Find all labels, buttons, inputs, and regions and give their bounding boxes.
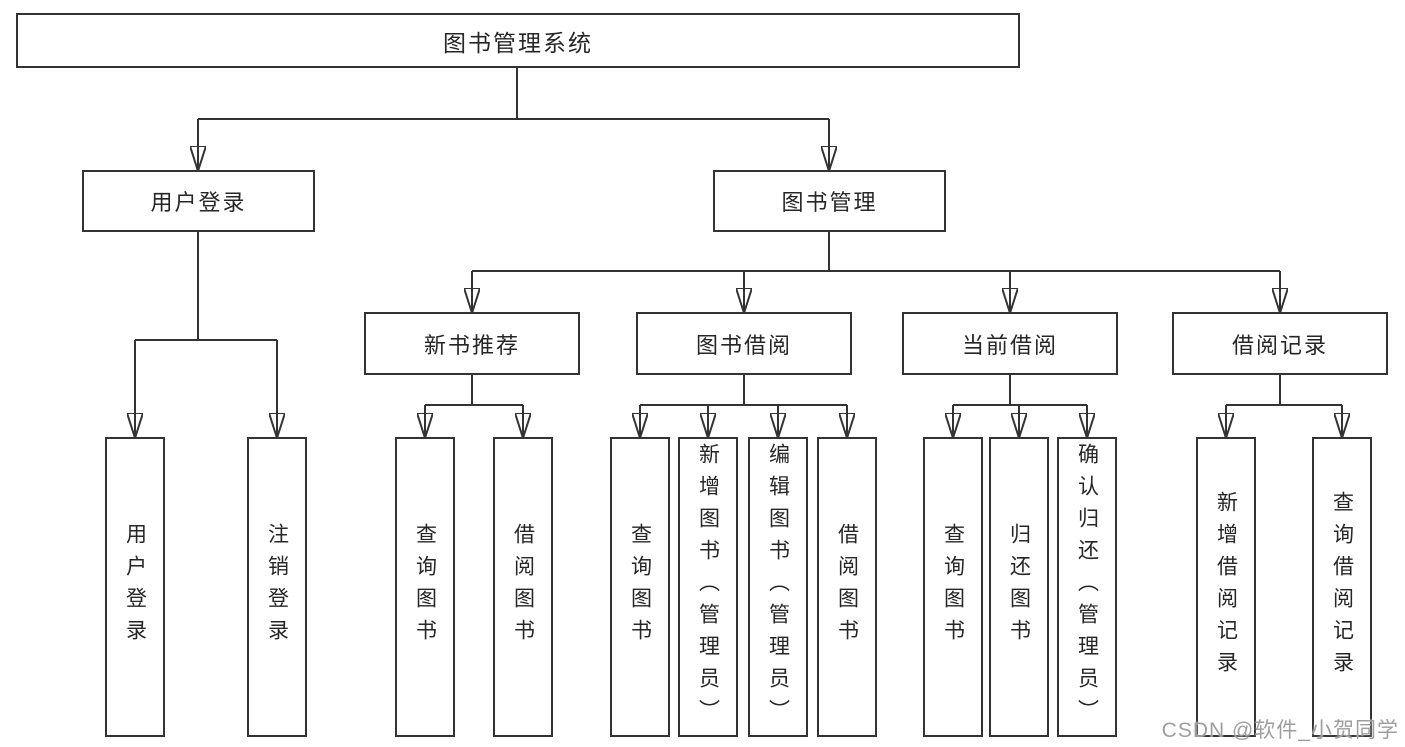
node-label: 归还图书 (1007, 523, 1031, 651)
node-label: 借阅图书 (835, 523, 859, 651)
leaf-add-book-admin: 新增图书（管理员） (678, 437, 738, 737)
leaf-add-borrow-record: 新增借阅记录 (1196, 437, 1256, 737)
node-user-login: 用户登录 (82, 170, 315, 232)
node-label: 注销登录 (265, 523, 289, 651)
leaf-query-borrow-record: 查询借阅记录 (1312, 437, 1372, 737)
node-current-borrowing: 当前借阅 (902, 312, 1118, 375)
leaf-edit-book-admin: 编辑图书（管理员） (748, 437, 808, 737)
leaf-logout: 注销登录 (247, 437, 307, 737)
node-label: 图书管理 (781, 190, 878, 215)
node-label: 借阅图书 (511, 523, 535, 651)
leaf-return-book: 归还图书 (989, 437, 1049, 737)
node-label: 图书管理系统 (443, 29, 593, 56)
node-label: 编辑图书（管理员） (766, 443, 790, 731)
node-book-management: 图书管理 (713, 170, 946, 232)
csdn-watermark: CSDN @软件_小贺同学 (1161, 719, 1399, 742)
node-library-management-system: 图书管理系统 (16, 13, 1020, 68)
leaf-borrow-books: 借阅图书 (817, 437, 877, 737)
node-label: 当前借阅 (961, 332, 1058, 358)
leaf-borrow-books-recommend: 借阅图书 (493, 437, 553, 737)
node-label: 新书推荐 (423, 332, 520, 358)
node-label: 借阅记录 (1231, 332, 1328, 358)
node-label: 新增图书（管理员） (696, 443, 720, 731)
leaf-query-books-borrowing: 查询图书 (610, 437, 670, 737)
node-borrowing-records: 借阅记录 (1172, 312, 1388, 375)
node-label: 用户登录 (150, 190, 247, 215)
node-label: 图书借阅 (695, 332, 792, 358)
node-book-borrowing: 图书借阅 (636, 312, 852, 375)
leaf-query-books-current: 查询图书 (923, 437, 983, 737)
node-label: 查询图书 (413, 523, 437, 651)
node-label: 新增借阅记录 (1214, 491, 1238, 683)
node-label: 确认归还（管理员） (1075, 443, 1099, 731)
leaf-query-books-recommend: 查询图书 (395, 437, 455, 737)
node-label: 查询借阅记录 (1330, 491, 1354, 683)
node-new-book-recommend: 新书推荐 (364, 312, 580, 375)
node-label: 用户登录 (123, 523, 147, 651)
leaf-confirm-return-admin: 确认归还（管理员） (1057, 437, 1117, 737)
node-label: 查询图书 (628, 523, 652, 651)
node-label: 查询图书 (941, 523, 965, 651)
leaf-user-login: 用户登录 (105, 437, 165, 737)
